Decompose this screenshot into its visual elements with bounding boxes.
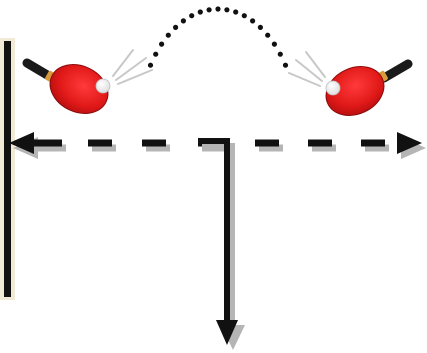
trajectory-dot bbox=[277, 51, 283, 57]
arrow-dash bbox=[34, 139, 62, 147]
arrow-dash bbox=[255, 139, 279, 147]
trajectory-dot bbox=[265, 32, 271, 38]
ball-left-icon bbox=[95, 78, 111, 94]
trajectory-dot bbox=[250, 18, 256, 24]
arrow-dash bbox=[365, 144, 389, 152]
ball-trajectory-dots bbox=[147, 6, 289, 68]
arrow-dash bbox=[38, 144, 66, 152]
ball-right-icon bbox=[325, 80, 341, 96]
paddle-left-icon bbox=[22, 58, 109, 114]
trajectory-dot bbox=[165, 32, 171, 38]
trajectory-dot bbox=[189, 13, 195, 19]
vertical-arrow-shadow bbox=[202, 143, 245, 350]
trajectory-dot bbox=[215, 6, 221, 12]
arrow-head-right bbox=[397, 132, 422, 154]
left-vertical-bar bbox=[0, 38, 15, 300]
trajectory-dot bbox=[180, 18, 186, 24]
arrow-dash bbox=[361, 139, 385, 147]
vertical-down-arrow bbox=[198, 138, 238, 345]
arrow-dash bbox=[92, 144, 116, 152]
arrow-head-left bbox=[9, 132, 34, 154]
arrow-dash bbox=[259, 144, 283, 152]
trajectory-dot bbox=[173, 24, 179, 30]
paddle-right-icon bbox=[325, 59, 413, 116]
arrow-dash bbox=[312, 144, 336, 152]
trajectory-dot bbox=[233, 9, 239, 15]
motion-lines-left bbox=[112, 49, 153, 85]
trajectory-dot bbox=[241, 13, 247, 19]
arrow-dash bbox=[146, 144, 170, 152]
trajectory-dot bbox=[197, 9, 203, 15]
arrow-dash bbox=[308, 139, 332, 147]
motion-lines-right bbox=[288, 51, 326, 87]
trajectory-dot bbox=[147, 62, 154, 68]
trajectory-dot bbox=[206, 7, 212, 13]
trajectory-dot bbox=[271, 41, 277, 47]
trajectory-dot bbox=[257, 24, 263, 30]
arrow-dash bbox=[142, 139, 166, 147]
trajectory-dot bbox=[153, 51, 159, 57]
trajectory-dot bbox=[224, 7, 230, 13]
arrow-dash bbox=[88, 139, 112, 147]
trajectory-dot bbox=[159, 41, 165, 47]
trajectory-dot bbox=[282, 62, 289, 68]
horizontal-double-arrow bbox=[9, 132, 422, 154]
